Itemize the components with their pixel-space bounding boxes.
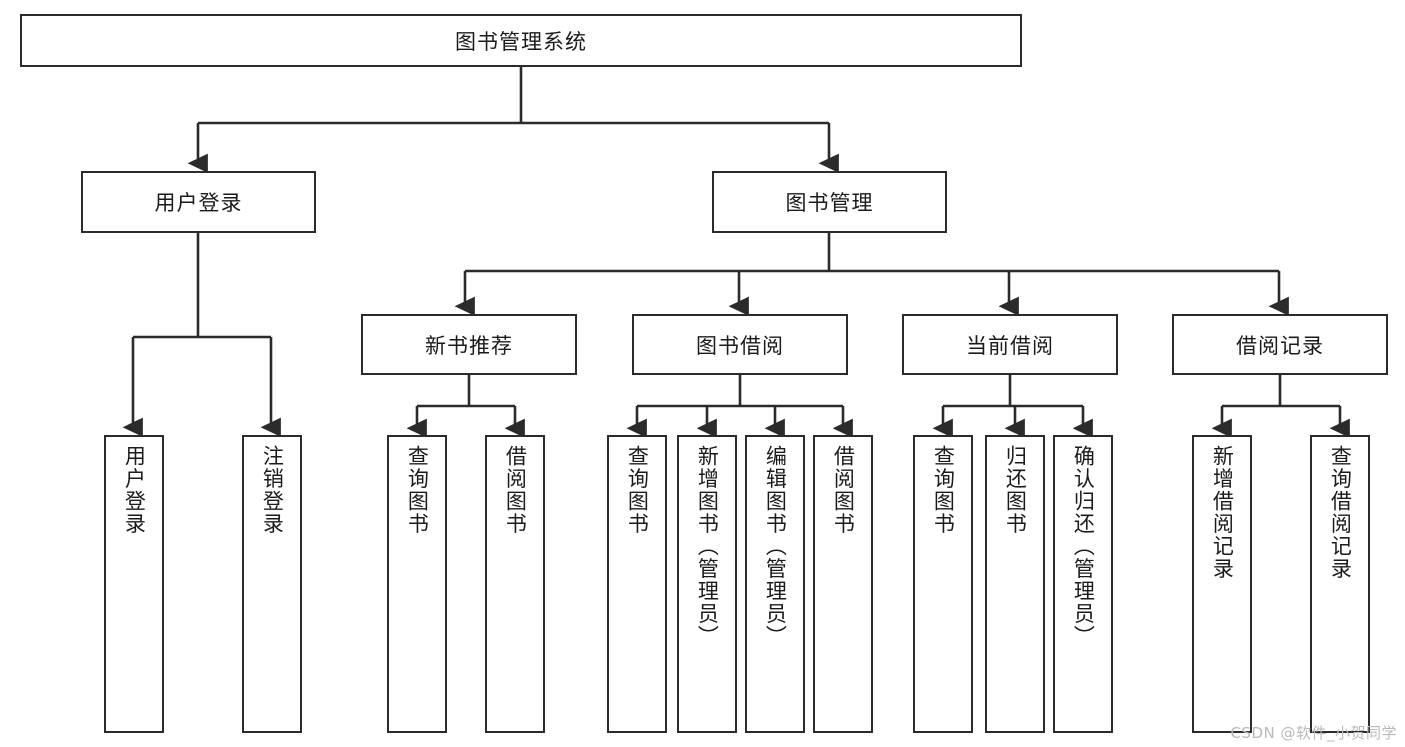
node-new-book-recommend-label: 新书推荐 [425, 333, 513, 358]
leaf-logout[interactable]: 注销登录 [242, 435, 302, 733]
leaf-user-login-label: 用户登录 [122, 445, 147, 535]
leaf-add-borrow-record[interactable]: 新增借阅记录 [1192, 435, 1252, 733]
leaf-edit-book-admin-label: 编辑图书（管理员） [763, 445, 788, 648]
node-current-borrow-label: 当前借阅 [966, 333, 1054, 358]
leaf-query-book-recommend[interactable]: 查询图书 [387, 435, 447, 733]
leaf-query-borrow-record[interactable]: 查询借阅记录 [1310, 435, 1370, 733]
leaf-borrow-book-recommend-label: 借阅图书 [503, 445, 528, 535]
leaf-borrow-book-label: 借阅图书 [831, 445, 856, 535]
node-current-borrow[interactable]: 当前借阅 [902, 314, 1118, 375]
leaf-query-book-borrow-label: 查询图书 [625, 445, 650, 535]
leaf-query-borrow-record-label: 查询借阅记录 [1328, 445, 1353, 580]
leaf-query-book-borrow[interactable]: 查询图书 [607, 435, 667, 733]
node-borrow-record-label: 借阅记录 [1236, 333, 1324, 358]
leaf-user-login[interactable]: 用户登录 [104, 435, 164, 733]
leaf-confirm-return-admin-label: 确认归还（管理员） [1071, 445, 1096, 648]
leaf-add-book-admin-label: 新增图书（管理员） [695, 445, 720, 648]
leaf-query-book-recommend-label: 查询图书 [405, 445, 430, 535]
csdn-watermark: CSDN @软件_小贺同学 [1230, 724, 1397, 742]
leaf-add-book-admin[interactable]: 新增图书（管理员） [677, 435, 737, 733]
node-book-borrow-label: 图书借阅 [696, 333, 784, 358]
leaf-confirm-return-admin[interactable]: 确认归还（管理员） [1053, 435, 1113, 733]
node-root-label: 图书管理系统 [455, 29, 587, 54]
leaf-logout-label: 注销登录 [260, 445, 285, 535]
node-new-book-recommend[interactable]: 新书推荐 [361, 314, 577, 375]
node-book-management[interactable]: 图书管理 [712, 171, 947, 233]
node-user-login[interactable]: 用户登录 [81, 171, 316, 233]
leaf-add-borrow-record-label: 新增借阅记录 [1210, 445, 1235, 580]
leaf-query-book-current[interactable]: 查询图书 [913, 435, 973, 733]
node-borrow-record[interactable]: 借阅记录 [1172, 314, 1388, 375]
leaf-return-book[interactable]: 归还图书 [985, 435, 1045, 733]
leaf-borrow-book[interactable]: 借阅图书 [813, 435, 873, 733]
leaf-return-book-label: 归还图书 [1003, 445, 1028, 535]
leaf-query-book-current-label: 查询图书 [931, 445, 956, 535]
leaf-borrow-book-recommend[interactable]: 借阅图书 [485, 435, 545, 733]
node-root[interactable]: 图书管理系统 [20, 14, 1022, 67]
node-book-management-label: 图书管理 [785, 191, 874, 215]
node-book-borrow[interactable]: 图书借阅 [632, 314, 848, 375]
node-user-login-label: 用户登录 [154, 191, 243, 215]
leaf-edit-book-admin[interactable]: 编辑图书（管理员） [745, 435, 805, 733]
